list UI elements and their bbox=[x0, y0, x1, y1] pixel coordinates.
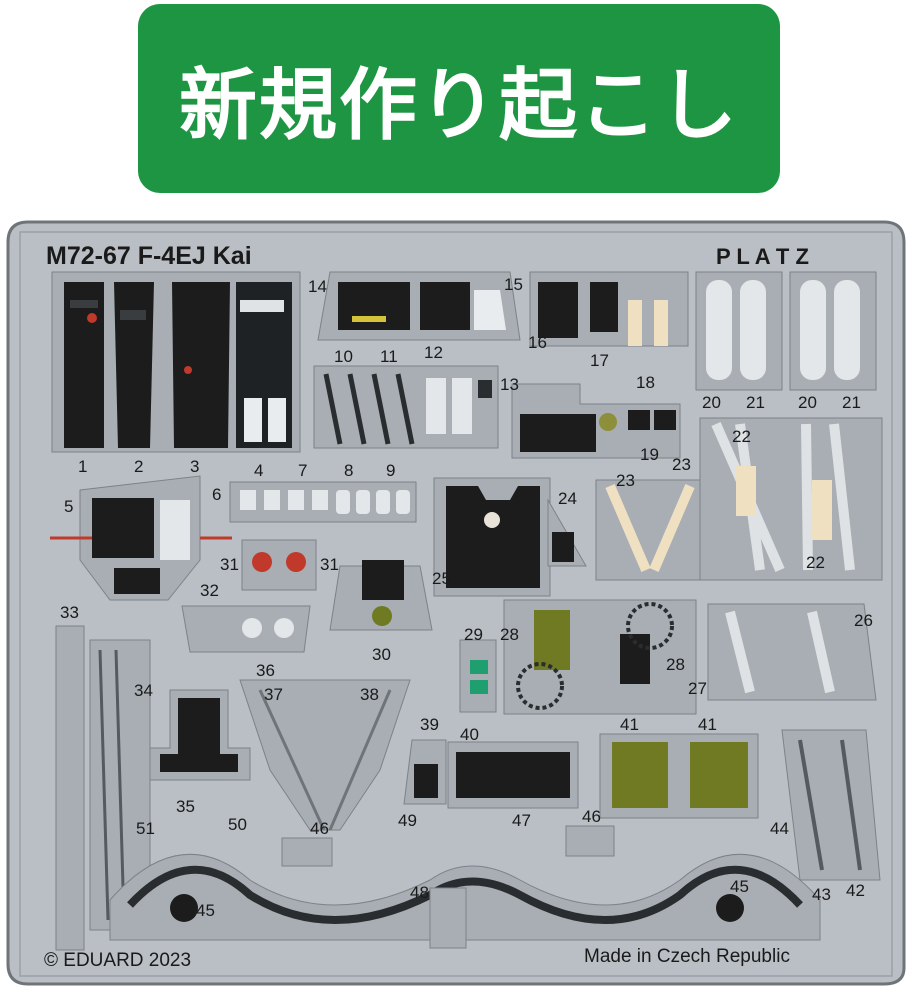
part-number: 31 bbox=[320, 555, 339, 574]
rear-panel-25 bbox=[433, 477, 587, 597]
part-number: 41 bbox=[698, 715, 717, 734]
part-number: 22 bbox=[806, 553, 825, 572]
parts-28-29 bbox=[459, 599, 697, 715]
part-number: 25 bbox=[432, 569, 451, 588]
part-number: 11 bbox=[380, 347, 398, 366]
part-number: 3 bbox=[190, 457, 199, 476]
part-number: 16 bbox=[528, 333, 547, 352]
copyright-text: © EDUARD 2023 bbox=[44, 950, 191, 971]
pedal-parts-10-13 bbox=[313, 365, 499, 449]
part-number: 48 bbox=[410, 883, 429, 902]
part-number: 24 bbox=[558, 489, 577, 508]
new-tooling-banner: 新規作り起こし bbox=[138, 4, 780, 193]
part-number: 40 bbox=[460, 725, 479, 744]
seat-belt-sets-20-21 bbox=[695, 271, 877, 391]
bulkhead-47-51 bbox=[109, 825, 821, 949]
part-number: 46 bbox=[310, 819, 329, 838]
part-number: 51 bbox=[136, 819, 155, 838]
part-number: 42 bbox=[846, 881, 865, 900]
parts-41 bbox=[599, 733, 759, 819]
part-number-labels: 1 2 3 4 5 6 7 8 9 10 11 12 13 14 15 16 1… bbox=[60, 275, 873, 920]
part-number: 23 bbox=[616, 471, 635, 490]
part-number: 28 bbox=[666, 655, 685, 674]
part-number: 28 bbox=[500, 625, 519, 644]
part-number: 46 bbox=[582, 807, 601, 826]
part-number: 47 bbox=[512, 811, 531, 830]
part-number: 38 bbox=[360, 685, 379, 704]
console-panel-19 bbox=[511, 383, 681, 459]
part-number: 7 bbox=[298, 461, 307, 480]
part-number: 21 bbox=[842, 393, 861, 412]
origin-text: Made in Czech Republic bbox=[584, 946, 790, 967]
parts-26-27 bbox=[707, 603, 877, 701]
part-number: 8 bbox=[344, 461, 353, 480]
part-number: 31 bbox=[220, 555, 239, 574]
parts-39-40 bbox=[403, 739, 579, 809]
banner-text: 新規作り起こし bbox=[178, 60, 739, 151]
part-number: 2 bbox=[134, 457, 143, 476]
part-number: 5 bbox=[64, 497, 73, 516]
part-number: 33 bbox=[60, 603, 79, 622]
part-number: 14 bbox=[308, 277, 327, 296]
part-number: 35 bbox=[176, 797, 195, 816]
instrument-panels-1-3 bbox=[51, 271, 301, 453]
part-number: 9 bbox=[386, 461, 395, 480]
part-number: 45 bbox=[196, 901, 215, 920]
part-number: 10 bbox=[334, 347, 353, 366]
part-number: 12 bbox=[424, 343, 443, 362]
part-number: 45 bbox=[730, 877, 749, 896]
part-number: 23 bbox=[672, 455, 691, 474]
center-console-5 bbox=[50, 475, 232, 601]
part-number: 15 bbox=[504, 275, 523, 294]
side-panels-14-15 bbox=[317, 271, 689, 347]
part-number: 22 bbox=[732, 427, 751, 446]
part-number: 4 bbox=[254, 461, 263, 480]
part-number: 34 bbox=[134, 681, 153, 700]
part-number: 43 bbox=[812, 885, 831, 904]
part-number: 49 bbox=[398, 811, 417, 830]
part-number: 18 bbox=[636, 373, 655, 392]
part-number: 6 bbox=[212, 485, 221, 504]
part-number: 20 bbox=[798, 393, 817, 412]
part-number: 17 bbox=[590, 351, 609, 370]
part-number: 26 bbox=[854, 611, 873, 630]
parts-42-44 bbox=[781, 729, 881, 881]
part-number: 32 bbox=[200, 581, 219, 600]
part-number: 27 bbox=[688, 679, 707, 698]
part-number: 13 bbox=[500, 375, 519, 394]
part-number: 44 bbox=[770, 819, 789, 838]
part-number: 30 bbox=[372, 645, 391, 664]
part-number: 19 bbox=[640, 445, 659, 464]
small-parts-4-9 bbox=[229, 481, 417, 523]
side-rail-33-34 bbox=[55, 625, 151, 951]
part-number: 50 bbox=[228, 815, 247, 834]
kit-title: M72-67 F-4EJ Kai bbox=[46, 242, 252, 270]
parts-30-32 bbox=[181, 539, 433, 653]
frame-37-38 bbox=[239, 679, 411, 831]
part-number: 29 bbox=[464, 625, 483, 644]
part-35 bbox=[149, 689, 251, 781]
brand-name: P L A T Z bbox=[716, 244, 809, 269]
part-number: 1 bbox=[78, 457, 87, 476]
part-number: 21 bbox=[746, 393, 765, 412]
part-number: 39 bbox=[420, 715, 439, 734]
part-number: 20 bbox=[702, 393, 721, 412]
part-number: 36 bbox=[256, 661, 275, 680]
part-number: 37 bbox=[264, 685, 283, 704]
harness-22-23 bbox=[595, 417, 883, 581]
part-number: 41 bbox=[620, 715, 639, 734]
